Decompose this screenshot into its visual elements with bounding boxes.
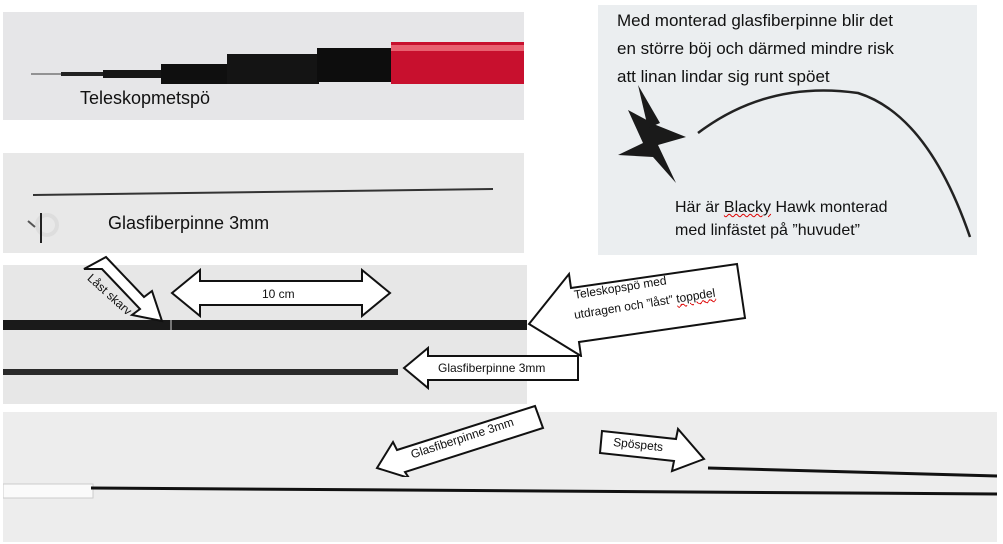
arrow-fiberglass-tip: Glasfiberpinne 3mm (375, 402, 550, 477)
caption-line-2: en större böj och därmed mindre risk (617, 39, 894, 58)
caption-line-3: att linan lindar sig runt spöet (617, 67, 830, 86)
fiberglass-stick-label: Glasfiberpinne 3mm (108, 213, 270, 233)
photo-telescopic-rod: Teleskopmetspö (3, 12, 524, 120)
telescopic-rod-drawing (31, 42, 524, 84)
arrow-locked-joint: Låst skarv (80, 255, 180, 325)
photo-fiberglass-stick: Glasfiberpinne 3mm (3, 153, 524, 253)
arrow-fiberglass-joint-label: Glasfiberpinne 3mm (438, 361, 546, 375)
arrow-dimension: 10 cm (170, 268, 392, 318)
arrow-dimension-label: 10 cm (262, 287, 295, 301)
kite-caption-line-1: Här är Blacky Hawk monterad (675, 199, 888, 216)
joint-detail-drawing (3, 320, 527, 375)
arrow-fiberglass-joint: Glasfiberpinne 3mm (402, 346, 582, 390)
kite-and-rod-drawing (618, 85, 972, 238)
photo-rod-tip (3, 412, 997, 542)
fiberglass-stick-drawing (27, 188, 494, 243)
rod-tip-drawing (3, 466, 997, 499)
arrow-rod-tip: Spöspets (598, 425, 708, 475)
caption-line-1: Med monterad glasfiberpinne blir det (617, 11, 893, 30)
kite-caption-line-2: med linfästet på ”huvudet” (675, 222, 860, 239)
telescopic-rod-label: Teleskopmetspö (80, 88, 211, 108)
arrow-telescopic-rod: Teleskopspö med utdragen och ”låst” topp… (527, 262, 747, 357)
photo-kite-on-rod: Med monterad glasfiberpinne blir det en … (598, 5, 977, 255)
